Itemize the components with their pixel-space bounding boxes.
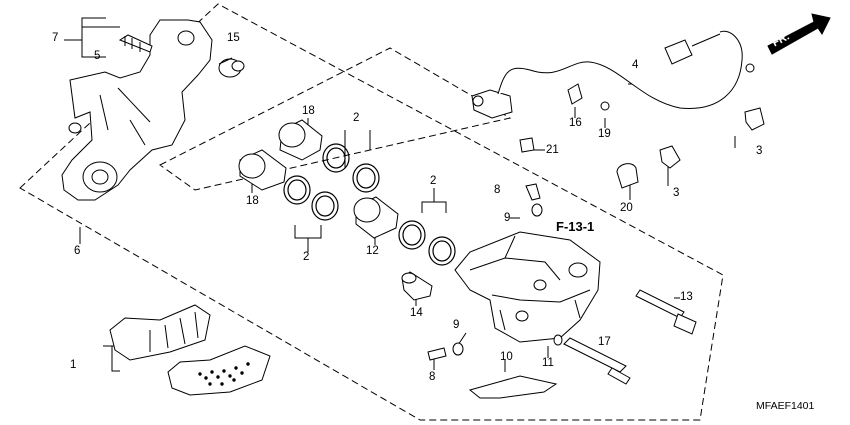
callout-6: 6 <box>74 245 81 257</box>
callout-14: 14 <box>410 307 423 319</box>
brake-pads <box>109 304 271 396</box>
callout-3a: 3 <box>756 145 763 157</box>
reference-label: F-13-1 <box>556 219 595 234</box>
callout-18b: 18 <box>246 195 259 207</box>
callout-16: 16 <box>569 117 582 129</box>
pin-boot <box>118 34 153 53</box>
callout-8b: 8 <box>429 371 436 383</box>
front-arrow <box>767 13 831 55</box>
callout-12: 12 <box>366 245 379 257</box>
seal-rings <box>283 143 456 266</box>
callout-20: 20 <box>620 202 633 214</box>
callout-17: 17 <box>598 336 611 348</box>
callout-18a: 18 <box>302 105 315 117</box>
speed-sensor <box>471 30 755 119</box>
callout-2b: 2 <box>303 251 310 263</box>
callout-21: 21 <box>546 144 559 156</box>
slide-pins <box>563 289 697 385</box>
callout-7: 7 <box>52 32 59 44</box>
callout-1: 1 <box>70 359 77 371</box>
callout-2a: 2 <box>353 112 360 124</box>
pad-spring <box>468 375 558 399</box>
pad-pin <box>401 271 433 301</box>
caps <box>452 203 543 356</box>
caliper-bracket <box>61 19 213 201</box>
callout-19: 19 <box>598 128 611 140</box>
callout-4: 4 <box>632 59 639 71</box>
callout-11: 11 <box>542 357 554 369</box>
clamps <box>519 83 765 189</box>
callout-9b: 9 <box>453 319 460 331</box>
caliper-body <box>454 231 601 343</box>
bleeder-screws <box>427 183 541 361</box>
callout-10: 10 <box>500 351 513 363</box>
pistons <box>238 119 399 239</box>
callout-13: 13 <box>680 291 693 303</box>
callout-2c: 2 <box>430 175 437 187</box>
callout-3b: 3 <box>673 187 680 199</box>
o-ring <box>553 334 563 346</box>
diagram-code: MFAEF1401 <box>756 400 815 412</box>
plug <box>218 57 245 78</box>
callout-15: 15 <box>227 32 240 44</box>
bracket-frame <box>159 47 512 191</box>
callout-8a: 8 <box>494 184 501 196</box>
callout-9a: 9 <box>504 212 511 224</box>
callout-5: 5 <box>94 50 101 62</box>
